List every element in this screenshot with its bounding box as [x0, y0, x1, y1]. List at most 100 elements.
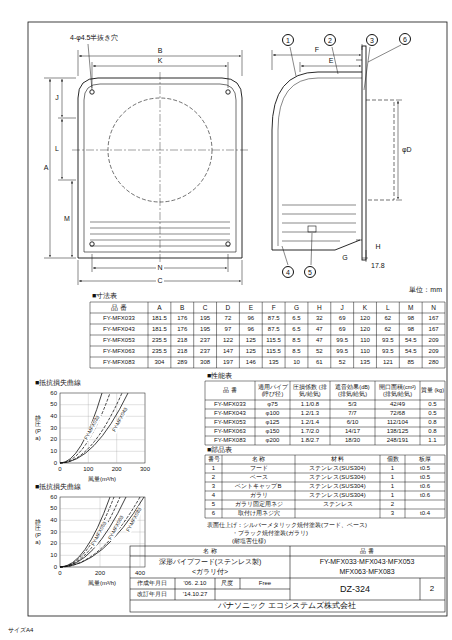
title-value: '14.10.27 [183, 591, 208, 598]
table-cell: 69 [339, 326, 346, 333]
dimension-label: L [54, 145, 60, 153]
table-cell: FY-MFX063 [214, 428, 246, 435]
front-view [226, 242, 230, 246]
table-header: D [226, 304, 231, 311]
side-view [366, 100, 394, 200]
table-cell: 6 [212, 510, 215, 517]
curve-label: FY-MFX083 [125, 506, 143, 534]
table-header: 番号 [208, 456, 220, 463]
tick-label: 200 [112, 466, 122, 473]
dimension-lines [62, 79, 63, 117]
table-cell: 195 [200, 326, 210, 333]
table-cell: FY-MFX043 [214, 410, 246, 417]
product-name: <ガラリ付> [192, 568, 228, 576]
dimension-lines [273, 55, 361, 56]
table-rule [405, 455, 406, 518]
table-cell: 112/104 [387, 419, 408, 426]
table-header: A [157, 304, 161, 311]
callout-number: 5 [304, 266, 316, 278]
table-cell: 167 [429, 326, 439, 333]
curve-label: FY-MFX043 [111, 406, 129, 434]
table-header: N [431, 304, 436, 311]
loss-chart [60, 393, 110, 463]
front-view [72, 44, 248, 262]
table-rule [205, 381, 445, 382]
tick-label: 400 [135, 570, 145, 577]
table-cell: 98 [407, 315, 414, 322]
table-cell: 304 [154, 359, 164, 366]
table-cell: 6.5 [292, 326, 300, 333]
table-cell: 5/3 [348, 401, 356, 408]
dimension-label: 17.8 [371, 262, 385, 270]
table-cell: ベース [250, 474, 268, 481]
tick-label: 0 [58, 570, 61, 577]
table-rule [90, 357, 445, 358]
loss-chart [60, 497, 145, 567]
table-rule [205, 436, 445, 437]
callout-number: 3 [366, 34, 378, 46]
table-header: J [341, 304, 344, 311]
product-name: 深形パイプフード(ステンレス製) [159, 558, 262, 566]
table-rule [375, 381, 376, 445]
table-cell: 6/10 [347, 419, 359, 426]
table-cell: ステンレス(SUS304) [309, 483, 365, 490]
table-cell: 120 [360, 326, 370, 333]
table-cell: φ200 [266, 437, 280, 444]
curve-label: FY-MFX053 [90, 520, 108, 548]
table-header: 板厚 [419, 456, 431, 463]
table-cell: ガラリ固定用ネジ [235, 501, 283, 508]
table-cell: t0.5 [420, 474, 430, 481]
table-cell: 0.8 [428, 419, 436, 426]
tick-label: 20 [50, 436, 57, 443]
company-name: パナソニック エコシステムズ株式会社 [218, 601, 356, 610]
table-cell: ステンレス [323, 501, 353, 508]
side-view [272, 72, 362, 250]
front-view [90, 242, 94, 246]
table-cell: 1 [212, 465, 215, 472]
finish-note: (耐塩害仕様) [232, 538, 266, 545]
table-cell: 1.8/2.7 [301, 437, 319, 444]
tick-label: 0 [58, 466, 61, 473]
table-cell: 146 [246, 359, 256, 366]
table-cell: FY-MFX033 [214, 401, 246, 408]
table-cell: 248/191 [387, 437, 409, 444]
table-cell: φ100 [266, 410, 280, 417]
table-cell: 98 [407, 326, 414, 333]
unit-note: 単位：mm [409, 286, 442, 294]
table-cell: φ75 [267, 401, 278, 408]
table-title: ■部品表 [207, 446, 232, 454]
table-header: G [294, 304, 299, 311]
table-cell: 取付け用ネジ穴 [238, 510, 280, 517]
table-cell: ガラリ [250, 492, 268, 499]
table-cell: 62 [385, 315, 392, 322]
dimension-label: M [63, 215, 71, 223]
table-header: K [363, 304, 367, 311]
table-cell: 52 [339, 359, 346, 366]
leader-line [282, 45, 401, 265]
table-rule [90, 346, 445, 347]
table-cell: 121 [383, 359, 393, 366]
table-rule [205, 381, 206, 445]
dimension-label: F [314, 46, 320, 54]
revision-number: 2 [430, 584, 434, 593]
table-cell: 18/30 [345, 437, 360, 444]
table-rule [295, 455, 296, 518]
table-cell: 1.7/2.0 [301, 428, 319, 435]
tick-label: 0 [54, 564, 57, 571]
table-cell: フード [250, 465, 268, 472]
dimension-label: A [43, 164, 50, 172]
table-cell: 120 [360, 315, 370, 322]
front-view [90, 90, 94, 94]
table-header: 質量 (kg) [421, 387, 444, 393]
tick-label: 10 [50, 448, 57, 455]
sheet-frame [28, 22, 447, 616]
table-cell: 85 [407, 359, 414, 366]
table-header: 品 番 [206, 387, 254, 393]
table-header: 圧損係数 (排気/給気) [291, 384, 329, 397]
tick-label: 200 [95, 570, 105, 577]
axis-label: 静圧(Pa) [35, 415, 41, 441]
table-header: 適用パイプ (呼び径) [256, 384, 289, 397]
finish-note: 表面仕上げ：シルバーメタリック焼付塗装(フード、ベース) [207, 522, 367, 529]
callout-number: 6 [399, 33, 411, 45]
table-rule [205, 455, 445, 456]
